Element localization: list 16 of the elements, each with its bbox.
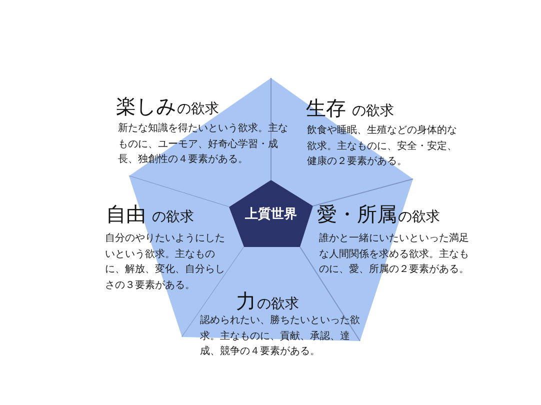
description-text: 自分のやりたいようにしたいという欲求。主なものに、解放、変化、自分らしさの３要素がある。: [105, 232, 226, 292]
heading-keyword: 愛・所属: [317, 202, 397, 226]
description-text: 認められたい、勝ちたいといった欲求。主なものに、貢献、承認、達成、競争の４要素がある。: [200, 314, 361, 359]
heading-keyword: 楽しみ: [116, 94, 176, 118]
description-text: 誰かと一緒にいたいといった満足な人間関係を求める欲求。主なものに、愛、所属の２要素がある。: [319, 232, 470, 277]
heading-suffix: の欲求: [352, 102, 394, 120]
heading-keyword: 生存: [306, 96, 346, 120]
heading-suffix: の欲求: [398, 208, 440, 226]
heading-suffix: の欲求: [257, 295, 299, 313]
heading-suffix: の欲求: [177, 100, 219, 118]
heading-keyword: 力: [236, 289, 256, 313]
center-label: 上質世界: [245, 206, 297, 223]
description-text: 新たな知識を得たいという欲求。主なものに、ユーモア、好奇心学習・成長、独創性の４要素がある。: [118, 122, 289, 167]
heading-suffix: の欲求: [152, 208, 194, 226]
heading-keyword: 自由: [106, 202, 146, 226]
description-text: 飲食や睡眠、生殖などの身体的な欲求。主なものに、安全・安定、健康の２要素がある。: [307, 124, 457, 169]
